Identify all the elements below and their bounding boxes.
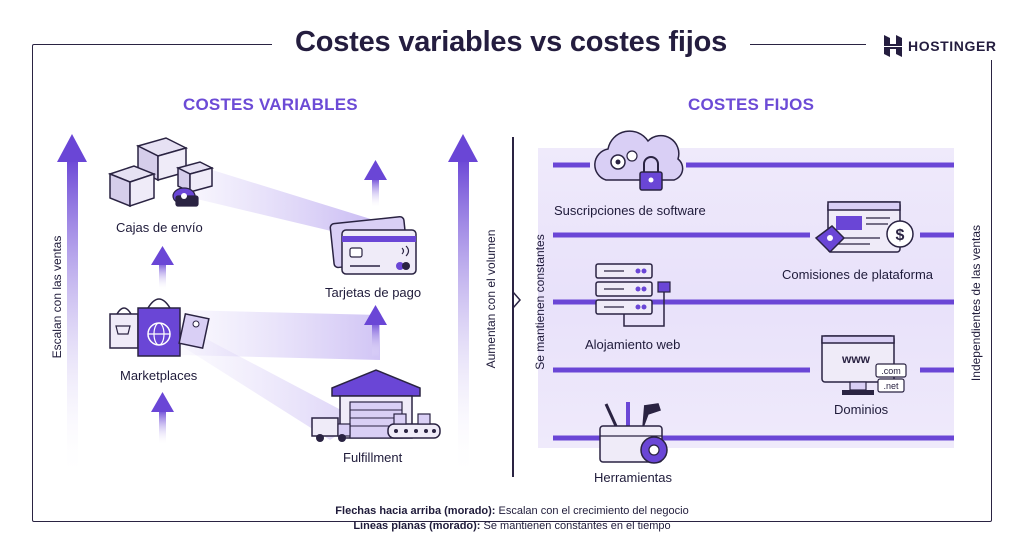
legend-flat-text: Se mantienen constantes en el tiempo — [480, 520, 671, 532]
variable-costs-graphics — [57, 134, 478, 480]
shipping-boxes-icon — [107, 137, 215, 208]
brand-name: HOSTINGER — [908, 38, 997, 54]
fixed-left-axis-label: Se mantienen constantes — [533, 234, 547, 370]
hostinger-logo-icon — [884, 35, 902, 57]
section-divider — [512, 137, 514, 477]
legend-line-flat: Líneas planas (morado): Se mantienen con… — [0, 520, 1024, 532]
warehouse-icon — [311, 369, 441, 442]
web-hosting-label: Alojamiento web — [585, 337, 681, 352]
fixed-costs-background — [538, 148, 954, 448]
legend-line-arrows: Flechas hacia arriba (morado): Escalan c… — [0, 505, 1024, 517]
marketplaces-label: Marketplaces — [120, 368, 198, 383]
toolbox-icon — [599, 402, 668, 464]
com-badge: .com — [881, 366, 901, 376]
svg-text:$: $ — [896, 227, 905, 244]
payment-card-icon — [329, 216, 417, 275]
shopping-bags-icon — [109, 298, 210, 357]
legend-arrows-text: Escalan con el crecimiento del negocio — [495, 505, 689, 517]
tools-label: Herramientas — [594, 470, 673, 485]
brand-logo: HOSTINGER — [884, 34, 997, 58]
browser-dollar-icon: $ — [814, 201, 914, 254]
www-badge: www — [841, 352, 871, 366]
server-icon — [595, 263, 671, 327]
domains-label: Dominios — [834, 402, 889, 417]
software-subscriptions-label: Suscripciones de software — [554, 203, 706, 218]
variable-costs-heading: COSTES VARIABLES — [183, 95, 358, 114]
platform-fees-label: Comisiones de plataforma — [782, 267, 934, 282]
cloud-lock-icon — [594, 130, 684, 191]
fulfillment-label: Fulfillment — [343, 450, 403, 465]
net-badge: .net — [883, 381, 899, 391]
page-title: Costes variables vs costes fijos — [294, 26, 728, 58]
payment-card-label: Tarjetas de pago — [325, 285, 422, 300]
divider-chevron-icon — [512, 291, 521, 309]
fixed-right-axis-label: Independientes de las ventas — [969, 224, 983, 382]
fixed-costs-heading: COSTES FIJOS — [688, 95, 815, 114]
legend-flat-title: Líneas planas (morado): — [353, 520, 481, 532]
legend-arrows-title: Flechas hacia arriba (morado): — [335, 505, 496, 517]
monitor-www-icon: www .com .net — [821, 335, 907, 395]
shipping-boxes-label: Cajas de envío — [116, 220, 203, 235]
